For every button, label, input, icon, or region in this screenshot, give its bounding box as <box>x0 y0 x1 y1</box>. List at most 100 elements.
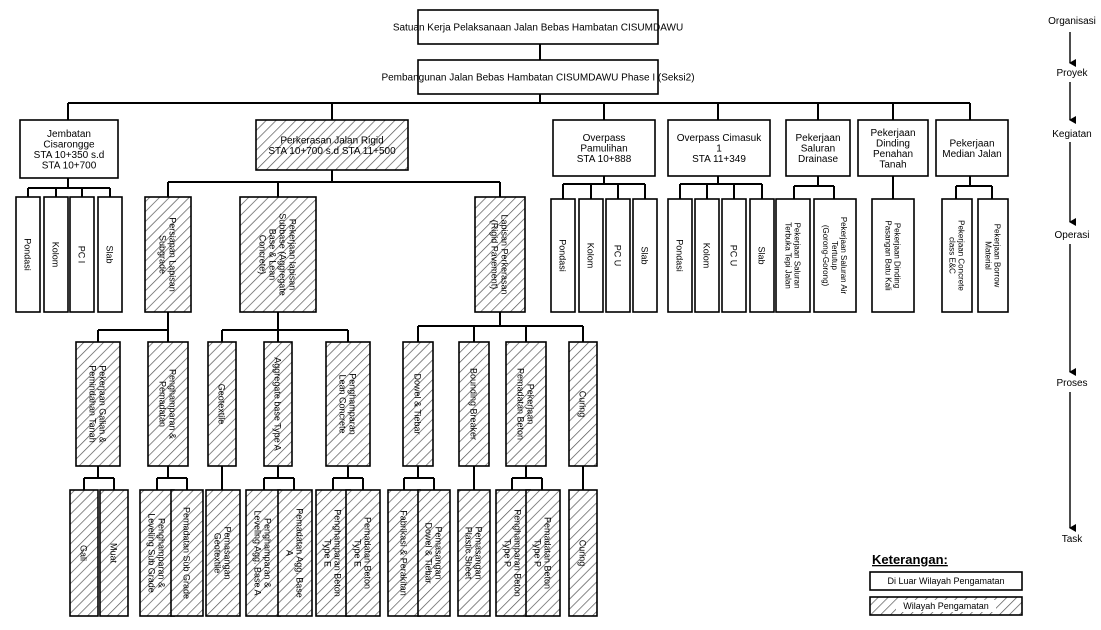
task-padat-beton-e-line-1: Pemadatan Beton <box>363 517 373 589</box>
task-hampar-subgrade-line-2: Leveling Sub Grade <box>147 513 157 593</box>
task-hampar-beton-p-label: Penghamparan BetonType P <box>503 509 523 597</box>
proc-dowel-tiebar-frame <box>402 341 434 467</box>
proc-geotextile-line-1: Geotextile <box>217 384 227 425</box>
proc-curing-frame <box>568 341 598 467</box>
activity-jembatan-cisaronggе-line-1: Jembatan <box>47 129 91 140</box>
op-slab-3-line-1: Slab <box>757 246 767 264</box>
op-saluran-terbuka-line-2: Terbuka Tepi Jalan <box>783 222 792 289</box>
activity-saluran-drainase-line-2: Saluran <box>801 144 835 155</box>
task-hampar-beton-p-line-2: Type P <box>503 539 513 567</box>
activity-dinding-penahan-line-3: Penahan <box>873 149 913 160</box>
proc-pemadatan-beton-line-1: Pekerjaan <box>526 384 536 425</box>
op-lapisan-subbase-line-4: Concrete) <box>258 235 268 275</box>
proc-galian-line-2: Pemindahan Tanah <box>88 365 98 442</box>
task-curing-line-1: Curing <box>578 540 588 567</box>
op-slab-2-frame <box>632 198 658 313</box>
activity-overpass-cimasuk-line-1: Overpass Cimasuk <box>677 133 762 144</box>
op-slab-2-label: Slab <box>640 246 650 264</box>
task-muat-label: Muat <box>109 543 119 564</box>
proc-lean-concrete-frame <box>325 341 371 467</box>
op-pondasi-3-frame <box>667 198 693 313</box>
activity-median-jalan-line-1: Pekerjaan <box>949 138 994 149</box>
op-borrow-material-line-2: Material <box>983 241 992 270</box>
task-hampar-beton-p-line-1: Penghamparan Beton <box>513 509 523 597</box>
proc-bounding-breaker-label: Bounding Breaker <box>469 368 479 440</box>
op-pondasi-3-label: Pondasi <box>675 239 685 272</box>
op-pci-1-frame <box>69 196 95 313</box>
task-gali-frame <box>69 489 99 617</box>
project-box-label: Pembangunan Jalan Bebas Hambatan CISUMDA… <box>381 73 694 84</box>
op-saluran-tertutup-label: Pekerjaan Saluran AirTertutup(Gorong-Gor… <box>821 217 848 295</box>
task-pasang-dowel-label: PemasanganDowel & Tiebar <box>424 522 444 583</box>
level-label-kegiatan: Kegiatan <box>1052 129 1091 140</box>
op-kolom-1-line-1: Kolom <box>51 242 61 268</box>
op-persiapan-subgrade-line-1: Persiapan Lapisan <box>168 217 178 292</box>
op-pondasi-2-line-1: Pondasi <box>558 239 568 272</box>
root-box-line-1: Satuan Kerja Pelaksanaan Jalan Bebas Ham… <box>393 23 683 34</box>
task-hampar-agg-frame <box>245 489 281 617</box>
proc-penghamparan-pemadatan-line-1: Penghamparan & <box>168 369 178 439</box>
op-saluran-tertutup-line-3: (Gorong-Gorong) <box>821 225 830 287</box>
op-lapisan-subbase-label: Pekerjaan lapisanSubbase (AggregateBase … <box>258 213 298 296</box>
legend-title: Keterangan: <box>872 552 948 567</box>
op-lapisan-subbase-line-1: Pekerjaan lapisan <box>288 219 298 291</box>
task-hampar-beton-e-line-2: Type E <box>323 539 333 567</box>
op-persiapan-subgrade-frame <box>144 196 192 313</box>
op-persiapan-subgrade-label: Persiapan LapisanSubgrade <box>158 217 178 292</box>
op-kolom-3-line-1: Kolom <box>702 243 712 269</box>
proc-aggregate-base-line-1: Aggregate base Type A <box>273 357 283 450</box>
op-lapisan-perkerasan-line-1: Lapisan Perkerasan <box>500 214 510 294</box>
op-concrete-ec-line-1: Pekerjaan Concrete <box>956 220 965 291</box>
task-padat-subgrade-line-1: Pemadatan Sub Grade <box>182 507 192 599</box>
proc-geotextile-label: Geotextile <box>217 384 227 425</box>
level-label-organisasi: Organisasi <box>1048 16 1096 27</box>
task-padat-agg-line-1: Pemadatan Agg. Base <box>295 508 305 598</box>
root-box-frame <box>417 9 659 45</box>
op-concrete-ec-label: Pekerjaan Concreteclass E&C <box>947 220 965 291</box>
task-curing-label: Curing <box>578 540 588 567</box>
activity-overpass-pamulihan-line-3: STA 10+888 <box>577 154 632 165</box>
task-hampar-subgrade-label: Penghamparan &Leveling Sub Grade <box>147 513 167 593</box>
op-pci-1-label: PC I <box>77 246 87 264</box>
op-slab-2-line-1: Slab <box>640 246 650 264</box>
op-pondasi-1-frame <box>15 196 41 313</box>
activity-dinding-penahan-frame <box>857 119 929 177</box>
activity-jembatan-cisaronggе-line-3: STA 10+350 s.d <box>34 150 105 161</box>
task-padat-agg-frame <box>277 489 313 617</box>
proc-penghamparan-pemadatan-label: Penghamparan &Pemadatan <box>158 369 178 439</box>
project-box-frame <box>417 59 659 95</box>
op-borrow-material-label: Pekerjaan BorrowMaterial <box>983 224 1001 288</box>
activity-dinding-penahan-line-1: Pekerjaan <box>870 128 915 139</box>
legend-inside-label-bg <box>896 600 996 612</box>
task-pasang-geotextile-line-2: Geotextile <box>213 533 223 574</box>
activity-overpass-cimasuk-line-2: 1 <box>716 144 722 155</box>
task-muat-line-1: Muat <box>109 543 119 564</box>
task-fabrikasi-line-1: Fabrikasi & Perakitan <box>399 510 409 596</box>
task-pasang-geotextile-frame <box>205 489 241 617</box>
task-pasang-geotextile-label: PemasanganGeotextile <box>213 526 233 579</box>
op-pondasi-3-line-1: Pondasi <box>675 239 685 272</box>
op-dinding-pasangan-line-1: Pekerjaan Dinding <box>892 223 901 288</box>
op-concrete-ec-frame <box>941 198 973 313</box>
op-kolom-1-frame <box>43 196 69 313</box>
op-slab-3-label: Slab <box>757 246 767 264</box>
proc-dowel-tiebar-line-1: Dowel & Tiebar <box>413 373 423 434</box>
activity-jembatan-cisaronggе-frame <box>19 119 119 179</box>
task-padat-agg-line-2: A <box>285 550 295 556</box>
legend: Keterangan: Di Luar Wilayah Pengamatan W… <box>869 552 1023 616</box>
task-pasang-dowel-frame <box>417 489 451 617</box>
activity-perkerasan-jalan-rigid-line-1: Perkerasan Jalan Rigid <box>280 135 383 146</box>
activity-overpass-cimasuk-frame <box>667 119 771 177</box>
task-padat-beton-p-label: Pemadatan BetonType P <box>533 517 553 589</box>
task-padat-beton-p-line-1: Pemadatan Beton <box>543 517 553 589</box>
task-padat-beton-e-frame <box>345 489 381 617</box>
op-lapisan-subbase-line-2: Subbase (Aggregate <box>278 213 288 296</box>
op-saluran-terbuka-frame <box>775 198 811 313</box>
op-dinding-pasangan-frame <box>871 198 915 313</box>
task-padat-beton-e-label: Pemadatan BetonType E <box>353 517 373 589</box>
activity-saluran-drainase-line-3: Drainase <box>798 154 838 165</box>
task-padat-agg-label: Pemadatan Agg. BaseA <box>285 508 305 598</box>
proc-penghamparan-pemadatan-frame <box>147 341 189 467</box>
task-pasang-dowel-line-2: Dowel & Tiebar <box>424 522 434 583</box>
